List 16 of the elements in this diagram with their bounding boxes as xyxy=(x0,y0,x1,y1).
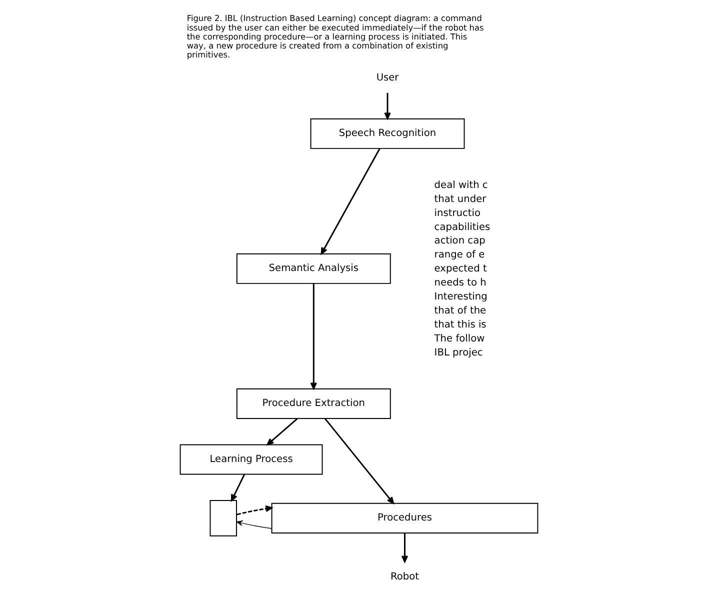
node-text: User xyxy=(376,72,399,84)
node-text: Robot xyxy=(390,571,420,582)
label: IBL projec xyxy=(434,347,483,358)
label: instructio xyxy=(434,208,481,219)
label: that under xyxy=(434,194,486,205)
label: Interesting xyxy=(434,292,488,303)
caption: Figure 2. IBL (Instruction Based Learning) concept diagram: a command issued by the user can either be executed immediately—if the robot has the corresponding procedure—or a learning process is initiated. This way, a new procedure is created from a combination of existing primitives. xyxy=(186,13,484,60)
label: that of the xyxy=(434,305,486,316)
label: expected t xyxy=(434,264,487,275)
label: capabilities xyxy=(434,222,490,233)
label: needs to h xyxy=(434,278,486,289)
label: that this is xyxy=(434,319,486,330)
label: range of e xyxy=(434,250,485,261)
label: The follow xyxy=(434,333,485,344)
label: deal with c xyxy=(434,180,488,191)
label: action cap xyxy=(434,236,486,247)
